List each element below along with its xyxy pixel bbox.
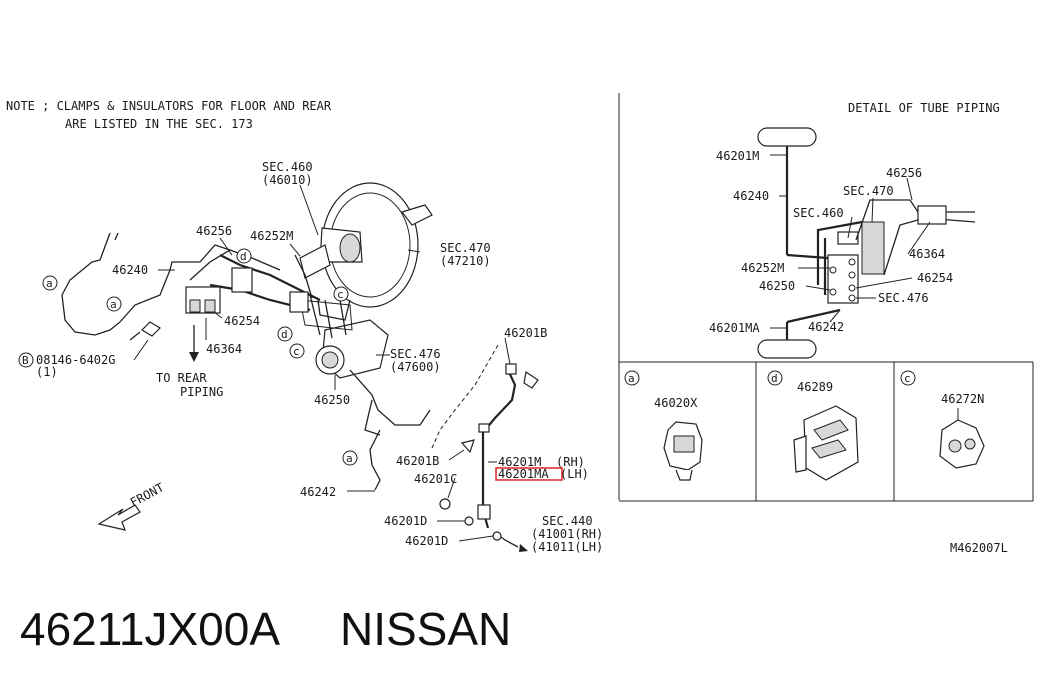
label-46242: 46242 bbox=[300, 485, 336, 499]
highlight-46201MA bbox=[495, 467, 563, 481]
note-line-1: NOTE ; CLAMPS & INSULATORS FOR FLOOR AND… bbox=[6, 99, 332, 113]
label-46201B-top: 46201B bbox=[504, 326, 547, 340]
clip-a-part: 46020X bbox=[654, 396, 698, 410]
callout-circle-c-1: c bbox=[333, 286, 349, 302]
svg-text:B: B bbox=[22, 354, 29, 367]
label-bolt: 08146-6402G bbox=[36, 353, 115, 367]
label-46364: 46364 bbox=[206, 342, 242, 356]
label-46201B: 46201B bbox=[396, 454, 439, 468]
svg-text:a: a bbox=[46, 277, 53, 290]
callout-circle-c-2: c bbox=[289, 343, 305, 359]
abs-actuator-illustration bbox=[299, 294, 389, 379]
footer-part-number: 46211JX00A bbox=[20, 603, 280, 655]
label-46252M: 46252M bbox=[250, 229, 293, 243]
label-46201D-1: 46201D bbox=[384, 514, 427, 528]
detail-label-46250: 46250 bbox=[759, 279, 795, 293]
note-line-2: ARE LISTED IN THE SEC. 173 bbox=[65, 117, 253, 131]
detail-label-46242: 46242 bbox=[808, 320, 844, 334]
clip-c-illustration bbox=[939, 408, 985, 469]
svg-text:a: a bbox=[346, 452, 353, 465]
label-46201M: 46201M bbox=[498, 455, 541, 469]
label-sec460-part: (46010) bbox=[262, 173, 313, 187]
label-bolt-qty: (1) bbox=[36, 365, 58, 379]
to-rear-arrow bbox=[189, 325, 199, 362]
label-46240: 46240 bbox=[112, 263, 148, 277]
label-sec476-part: (47600) bbox=[390, 360, 441, 374]
callout-circle-d-1: d bbox=[236, 248, 252, 264]
callout-circle-b-bolt: B bbox=[18, 352, 34, 368]
brake-hose-illustration bbox=[431, 344, 539, 552]
label-sec440-rh: (41001(RH) bbox=[531, 527, 603, 541]
svg-text:d: d bbox=[281, 328, 288, 341]
proportioning-valve-illustration bbox=[185, 267, 309, 314]
callout-circle-a-3: a bbox=[342, 450, 358, 466]
svg-text:c: c bbox=[337, 288, 344, 301]
label-sec470: SEC.470 bbox=[440, 241, 491, 255]
label-sec476: SEC.476 bbox=[390, 347, 441, 361]
label-front: FRONT bbox=[128, 480, 166, 509]
svg-text:c: c bbox=[904, 372, 911, 385]
detail-label-46254: 46254 bbox=[917, 271, 953, 285]
label-46201M-rh: (RH) bbox=[556, 455, 585, 469]
brake-booster-illustration bbox=[299, 182, 433, 308]
callout-circle-d-2: d bbox=[277, 326, 293, 342]
detail-label-46364: 46364 bbox=[909, 247, 945, 261]
label-46201MA: 46201MA bbox=[498, 467, 549, 481]
clip-box-d: d 46289 bbox=[767, 370, 859, 481]
label-46201MA-lh: (LH) bbox=[560, 467, 589, 481]
front-arrow bbox=[97, 504, 141, 531]
label-to-rear: TO REAR bbox=[156, 371, 207, 385]
label-sec440-lh: (41011(LH) bbox=[531, 540, 603, 554]
detail-label-46240: 46240 bbox=[733, 189, 769, 203]
diagram-code: M462007L bbox=[950, 541, 1008, 555]
footer-brand: NISSAN bbox=[340, 603, 511, 655]
label-sec460: SEC.460 bbox=[262, 160, 313, 174]
label-46256: 46256 bbox=[196, 224, 232, 238]
detail-piping-illustration bbox=[757, 127, 976, 359]
svg-text:d: d bbox=[240, 250, 247, 263]
svg-text:c: c bbox=[293, 345, 300, 358]
bolt-illustration bbox=[129, 321, 161, 341]
detail-label-sec476: SEC.476 bbox=[878, 291, 929, 305]
detail-label-46252M: 46252M bbox=[741, 261, 784, 275]
detail-title: DETAIL OF TUBE PIPING bbox=[848, 101, 1000, 115]
clip-c-part: 46272N bbox=[941, 392, 984, 406]
callout-circle-a-1: a bbox=[42, 275, 58, 291]
clip-box-a: a 46020X bbox=[624, 370, 703, 481]
clip-a-illustration bbox=[663, 421, 703, 481]
label-46254: 46254 bbox=[224, 314, 260, 328]
leader-lines bbox=[133, 184, 511, 542]
detail-label-46201M: 46201M bbox=[716, 149, 759, 163]
detail-label-46201MA: 46201MA bbox=[709, 321, 760, 335]
clip-d-illustration bbox=[793, 405, 859, 481]
label-46201C: 46201C bbox=[414, 472, 457, 486]
label-46201D-2: 46201D bbox=[405, 534, 448, 548]
detail-label-46256: 46256 bbox=[886, 166, 922, 180]
detail-label-sec460: SEC.460 bbox=[793, 206, 844, 220]
label-46250: 46250 bbox=[314, 393, 350, 407]
callout-circle-a-2: a bbox=[106, 296, 122, 312]
clip-d-part: 46289 bbox=[797, 380, 833, 394]
label-piping: PIPING bbox=[180, 385, 223, 399]
svg-text:d: d bbox=[771, 372, 778, 385]
detail-label-sec470: SEC.470 bbox=[843, 184, 894, 198]
svg-text:a: a bbox=[110, 298, 117, 311]
label-sec440: SEC.440 bbox=[542, 514, 593, 528]
svg-text:a: a bbox=[628, 372, 635, 385]
clip-box-c: c 46272N bbox=[900, 370, 985, 469]
label-sec470-part: (47210) bbox=[440, 254, 491, 268]
